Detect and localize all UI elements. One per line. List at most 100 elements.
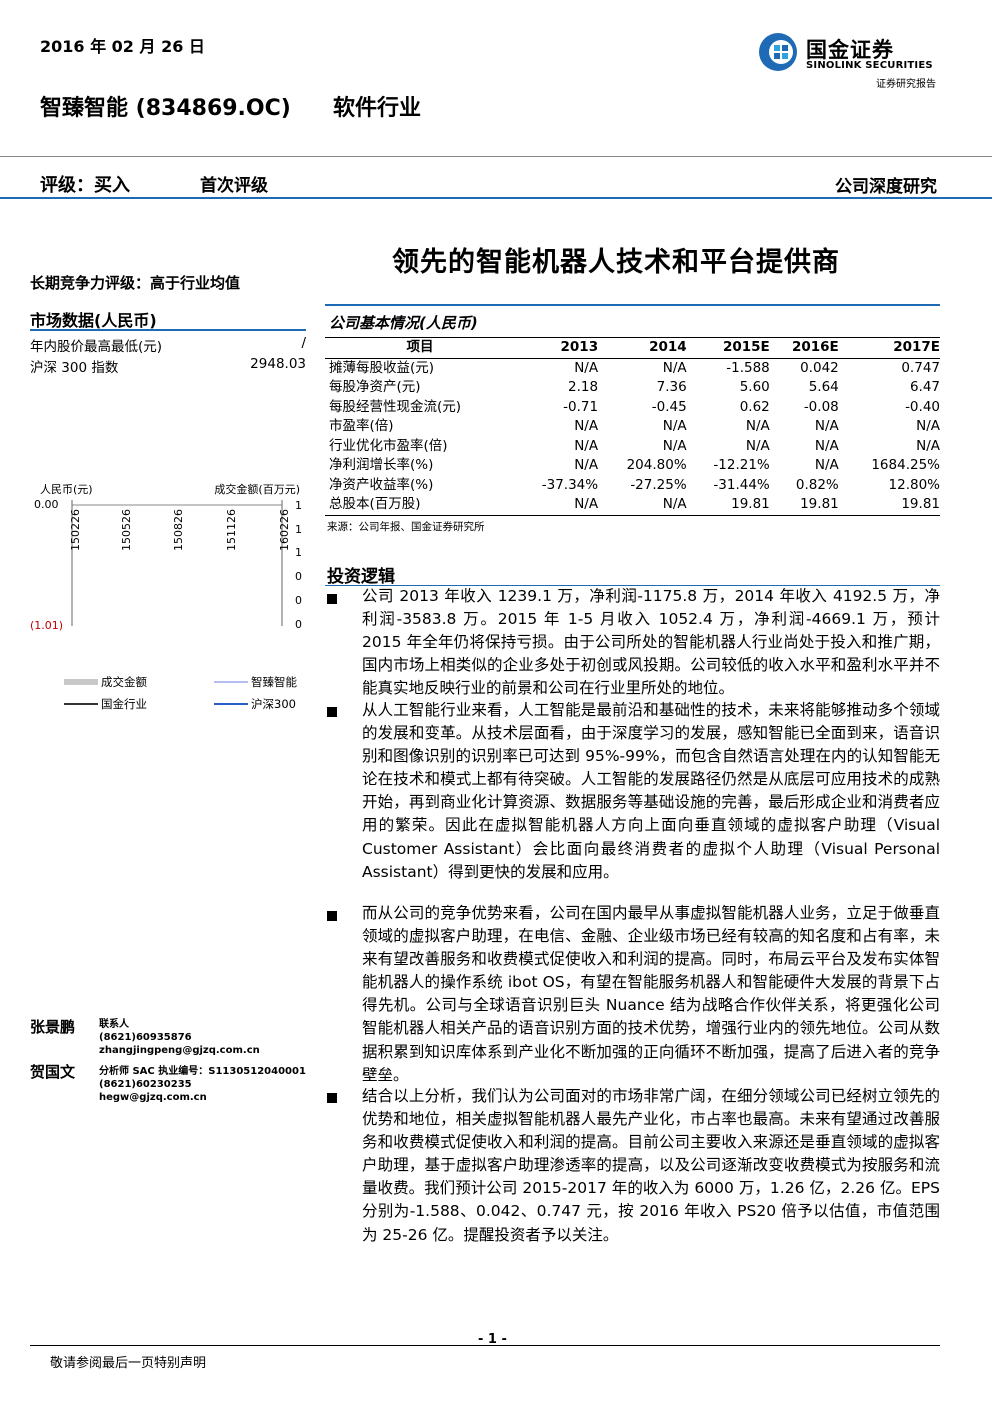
- author-name: 贺国文: [30, 1063, 76, 1081]
- report-date: 2016 年 02 月 26 日: [40, 37, 205, 56]
- logic-paragraph: 公司 2013 年收入 1239.1 万，净利润-1175.8 万，2014 年…: [362, 587, 940, 698]
- table-cell: N/A: [814, 437, 839, 454]
- table-cell: 0.042: [800, 359, 839, 376]
- chart-x-tick: 160226: [278, 509, 291, 551]
- market-row-label: 沪深 300 指数: [30, 360, 119, 376]
- bullet-icon: [327, 707, 337, 717]
- table-cell: 204.80%: [626, 457, 687, 473]
- author-role: 联系人: [99, 1019, 129, 1030]
- bullet-icon: [327, 1093, 337, 1103]
- table-row-label: 行业优化市盈率(倍): [329, 437, 448, 454]
- market-row-label: 年内股价最高最低(元): [30, 339, 163, 355]
- chart-x-tick: 151126: [225, 509, 238, 551]
- table-row-label: 总股本(百万股): [325, 495, 515, 516]
- section-divider: [325, 585, 940, 586]
- company-name: 智臻智能 (834869.OC): [40, 96, 291, 121]
- table-title: 公司基本情况(人民币): [325, 304, 940, 338]
- chart-y-left-tick: (1.01): [30, 619, 63, 632]
- sinolink-logo: 国金证券 SINOLINK SECURITIES 证券研究报告: [758, 32, 948, 92]
- author-email: zhangjingpeng@gjzq.com.cn: [99, 1045, 260, 1056]
- table-cell: N/A: [814, 418, 839, 434]
- table-cell: 19.81: [769, 495, 839, 516]
- logic-paragraph: 而从公司的竞争优势来看，公司在国内最早从事虚拟智能机器人业务，立足于做垂直领域的…: [362, 904, 940, 1084]
- logic-paragraph: 从人工智能行业来看，人工智能是最前沿和基础性的技术，未来将能够推动多个领域的发展…: [362, 701, 940, 881]
- table-cell: N/A: [662, 418, 687, 434]
- stock-price-chart: 人民币(元) 成交金额(百万元) 0.00 (1.01) 1 1 1 0 0 0…: [28, 478, 310, 718]
- footer-divider: [30, 1345, 940, 1346]
- table-cell: N/A: [515, 495, 599, 516]
- chart-y-right-tick: 0: [295, 570, 302, 583]
- rating-note: 首次评级: [200, 176, 268, 196]
- chart-y-right-tick: 0: [295, 618, 302, 631]
- table-cell: -0.08: [803, 398, 839, 415]
- table-row-label: 净利润增长率(%): [329, 457, 434, 473]
- bullet-icon: [327, 911, 337, 921]
- table-row: 净资产收益率(%)-37.34%-27.25%-31.44%0.82%12.80…: [325, 476, 940, 496]
- table-cell: -1.588: [726, 359, 770, 376]
- legend-label: 沪深300: [251, 697, 296, 711]
- table-cell: 19.81: [686, 495, 770, 516]
- table-cell: -31.44%: [713, 476, 770, 493]
- table-cell: -27.25%: [630, 476, 687, 493]
- rating: 评级：买入: [40, 175, 130, 196]
- logo-english-name: SINOLINK SECURITIES: [806, 60, 933, 71]
- table-cell: -0.40: [905, 398, 940, 415]
- chart-x-tick: 150826: [172, 509, 185, 551]
- table-cell: 1684.25%: [871, 457, 940, 473]
- author-phone: (8621)60230235: [99, 1079, 192, 1090]
- market-row-value: /: [301, 335, 306, 351]
- chart-y-right-tick: 1: [295, 499, 302, 512]
- table-row-label: 每股经营性现金流(元): [329, 398, 462, 415]
- table-cell: 5.60: [739, 379, 770, 395]
- table-header-cell: 2014: [598, 338, 687, 359]
- table-row-label: 市盈率(倍): [329, 418, 394, 434]
- table-cell: N/A: [814, 457, 839, 473]
- table-cell: 0.747: [901, 359, 940, 376]
- logic-paragraph: 结合以上分析，我们认为公司面对的市场非常广阔，在细分领域公司已经树立领先的优势和…: [362, 1087, 940, 1244]
- market-data-title: 市场数据(人民币): [30, 311, 157, 330]
- table-source: 来源：公司年报、国金证券研究所: [327, 520, 485, 533]
- table-header-cell: 2015E: [686, 338, 770, 359]
- table-cell: N/A: [916, 418, 940, 434]
- table-cell: 0.62: [739, 398, 770, 415]
- legend-label: 成交金额: [101, 675, 147, 689]
- section-title: 投资逻辑: [327, 567, 395, 587]
- chart-right-axis-label: 成交金额(百万元): [214, 482, 300, 496]
- logo-chinese-name: 国金证券: [806, 38, 894, 62]
- table-cell: N/A: [745, 418, 770, 434]
- headline: 领先的智能机器人技术和平台提供商: [392, 247, 840, 278]
- table-header-cell: 2013: [515, 338, 599, 359]
- table-header-cell: 2016E: [769, 338, 839, 359]
- table-row-label: 摊薄每股收益(元): [329, 359, 435, 376]
- table-cell: 6.47: [909, 379, 940, 395]
- author-role: 分析师 SAC 执业编号：S1130512040001: [99, 1066, 306, 1077]
- table-cell: N/A: [574, 457, 599, 473]
- legend-label: 智臻智能: [251, 675, 297, 689]
- table-cell: 0.82%: [795, 476, 839, 493]
- chart-x-tick: 150526: [120, 509, 133, 551]
- market-row: 沪深 300 指数 2948.03: [30, 356, 306, 376]
- table-cell: 7.36: [656, 379, 687, 395]
- author-contact: 分析师 SAC 执业编号：S1130512040001 (8621)602302…: [99, 1065, 306, 1104]
- market-row-value: 2948.03: [250, 356, 306, 372]
- author-name: 张景鹏: [30, 1018, 76, 1036]
- legend-swatch-volume: [64, 679, 98, 685]
- table-cell: N/A: [916, 437, 940, 454]
- table-cell: N/A: [745, 437, 770, 454]
- table-cell: N/A: [662, 359, 687, 376]
- chart-y-left-tick: 0.00: [34, 498, 59, 511]
- chart-y-right-tick: 1: [295, 523, 302, 536]
- author-email: hegw@gjzq.com.cn: [99, 1092, 207, 1103]
- table-row-label: 净资产收益率(%): [329, 476, 434, 493]
- table-cell: N/A: [662, 437, 687, 454]
- table-cell: -37.34%: [541, 476, 599, 493]
- disclaimer: 敬请参阅最后一页特别声明: [50, 1356, 207, 1371]
- table-cell: 2.18: [568, 379, 599, 395]
- report-type: 公司深度研究: [835, 177, 937, 197]
- table-cell: 19.81: [838, 495, 940, 516]
